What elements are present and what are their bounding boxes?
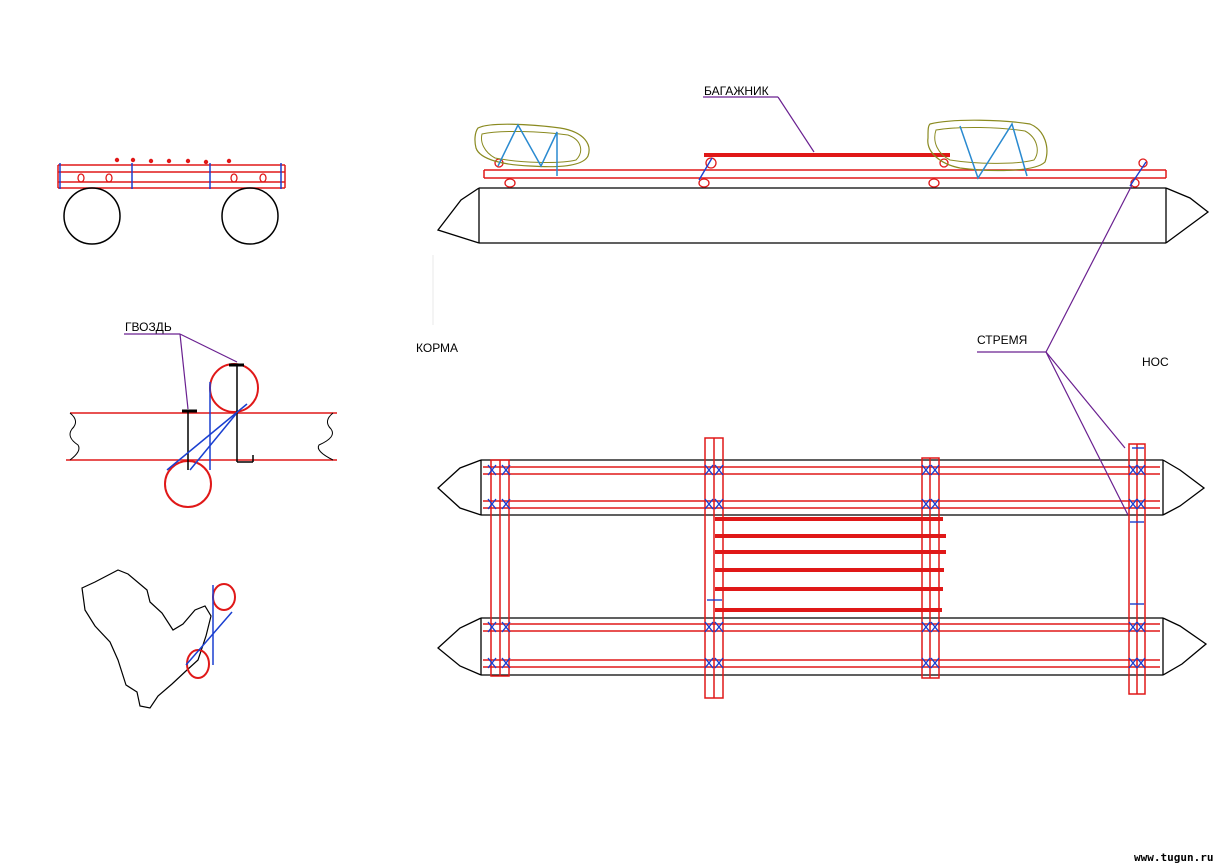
boot-outline [81, 569, 212, 709]
cross-beams [490, 437, 1146, 699]
cart-deck [57, 164, 286, 189]
nail-leader [124, 333, 238, 410]
catamaran-side-view: БАГАЖНИК [436, 84, 1210, 244]
beam [66, 412, 337, 461]
pontoon-side [436, 187, 1210, 244]
cart-side-view [57, 157, 286, 245]
side-lashings [698, 157, 1147, 187]
stirrup-label: СТРЕМЯ [977, 333, 1027, 347]
watermark: www.tugun.ru [1134, 851, 1213, 864]
cart-wheel-left [63, 187, 121, 245]
stern-label: КОРМА [416, 341, 458, 355]
trunk-label: БАГАЖНИК [704, 84, 769, 98]
beam-break-marks [69, 412, 334, 461]
ring-upper [209, 363, 259, 413]
bag-stern [474, 123, 590, 176]
nail-detail: ГВОЗДЬ [66, 320, 337, 508]
frame-rails-side [483, 169, 1167, 179]
boot-ring-upper [212, 583, 236, 611]
top-lashings [487, 447, 1146, 669]
trunk-leader [703, 96, 815, 153]
boot-detail [81, 569, 236, 709]
longitudinal-rails [483, 466, 1160, 668]
cart-uprights [59, 163, 282, 189]
bow-label: НОС [1142, 355, 1169, 369]
nail-label: ГВОЗДЬ [125, 320, 172, 334]
cart-pegs [114, 157, 232, 165]
stirrup-leader [977, 184, 1133, 516]
boot-ring-lower [186, 649, 210, 679]
catamaran-top-view: СТРЕМЯ КОРМА НОС [416, 184, 1208, 699]
cart-wheel-right [221, 187, 279, 245]
nail-lashing [166, 382, 248, 471]
nails [182, 363, 254, 470]
boot-lashing [185, 585, 233, 666]
side-clamps [494, 157, 1148, 188]
bag-bow [927, 119, 1048, 180]
pontoon-top-upper [437, 459, 1206, 516]
trunk-slats-top [715, 517, 946, 612]
pontoon-top-lower [437, 617, 1208, 676]
cart-clamps [77, 173, 267, 183]
